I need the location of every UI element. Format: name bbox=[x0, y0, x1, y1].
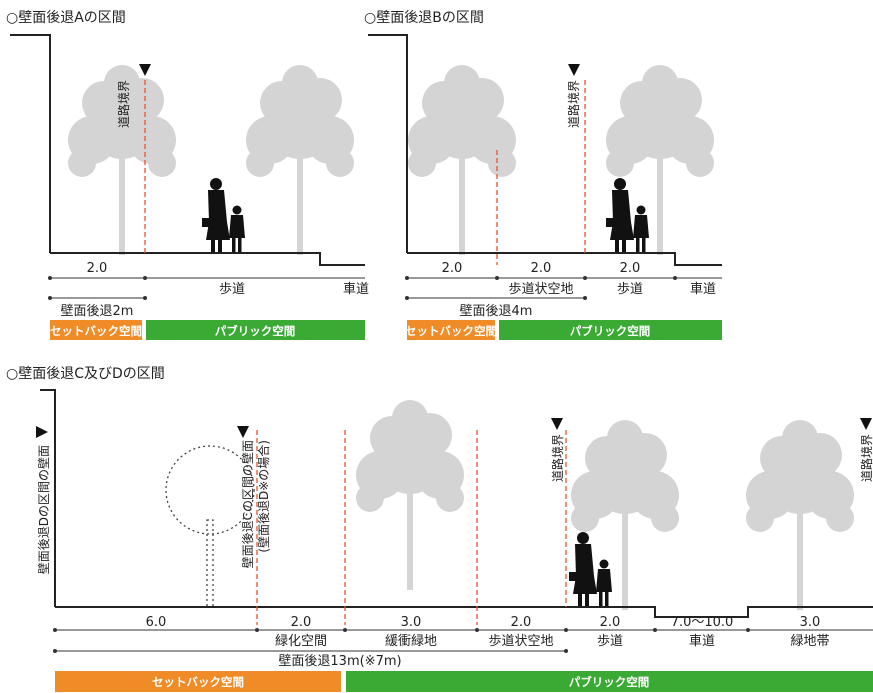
dim-value: 2.0 bbox=[531, 261, 552, 276]
dim-value: 6.0 bbox=[146, 615, 167, 630]
wall-c-note: (壁面後退D※の場合) bbox=[256, 440, 271, 553]
ground-line bbox=[407, 252, 722, 266]
building-wall bbox=[10, 34, 51, 253]
dim-value: 2.0 bbox=[291, 615, 312, 630]
roadway-label: 車道 bbox=[343, 282, 369, 297]
public-space-label: パブリック空間 bbox=[569, 675, 650, 689]
dim-value: 3.0 bbox=[800, 615, 821, 630]
green-belt-label: 緑地帯 bbox=[790, 634, 829, 649]
setback-total: 壁面後退2m bbox=[61, 304, 134, 319]
public-space-label: パブリック空間 bbox=[215, 324, 296, 338]
pedestrians-icon bbox=[606, 178, 649, 254]
dim-value: 7.0〜10.0 bbox=[671, 615, 734, 630]
dim-value: 3.0 bbox=[401, 615, 422, 630]
setback-space-band bbox=[407, 320, 495, 340]
setback-total: 壁面後退4m bbox=[460, 304, 533, 319]
ground-line bbox=[55, 606, 873, 618]
dim-value: 2.0 bbox=[511, 615, 532, 630]
public-space-band bbox=[146, 320, 365, 340]
public-space-band bbox=[346, 671, 873, 692]
dim-value: 2.0 bbox=[87, 261, 108, 276]
sidewalk-lot-label: 歩道状空地 bbox=[488, 634, 553, 649]
building-wall bbox=[368, 34, 408, 253]
wall-marker-icon bbox=[36, 426, 48, 438]
tree-icon bbox=[356, 400, 464, 590]
dim-value: 2.0 bbox=[620, 261, 641, 276]
road-boundary-label: 道路境界 bbox=[550, 434, 565, 482]
sidewalk-lot-label: 歩道状空地 bbox=[508, 282, 573, 297]
sidewalk-label: 歩道 bbox=[617, 282, 643, 297]
road-boundary-label: 道路境界 bbox=[859, 434, 873, 482]
greening-space-label: 緑化空間 bbox=[275, 634, 327, 649]
dim-value: 2.0 bbox=[442, 261, 463, 276]
setback-space-label: セットバック空間 bbox=[50, 324, 142, 338]
wall-c-label: 壁面後退Cの区間の壁面 bbox=[240, 440, 255, 568]
tree-icon bbox=[746, 420, 854, 610]
section-b-title: ○壁面後退Bの区間 bbox=[364, 10, 484, 26]
ground-line bbox=[50, 252, 365, 266]
dim-value: 2.0 bbox=[600, 615, 621, 630]
setback-space-band bbox=[50, 320, 142, 340]
roadway-label: 車道 bbox=[690, 282, 716, 297]
boundary-marker-icon bbox=[860, 418, 872, 430]
tree-icon bbox=[246, 65, 354, 255]
boundary-marker-icon bbox=[568, 64, 580, 76]
boundary-marker-icon bbox=[551, 418, 563, 430]
section-a: ○壁面後退Aの区間 道路境界 2.0 歩道 車道 壁面後退2m セットバック空間… bbox=[6, 10, 369, 340]
building-wall bbox=[40, 389, 56, 607]
section-b: ○壁面後退Bの区間 道路境界 2.0 2.0 2.0 歩道状空地 歩道 車道 壁… bbox=[364, 10, 722, 340]
buffer-green-label: 緩衝緑地 bbox=[385, 634, 437, 649]
section-cd: ○壁面後退C及びDの区間 壁面後退Dの区間の壁面 壁面後退Cの区間の壁面 (壁面… bbox=[6, 366, 873, 692]
wall-d-label: 壁面後退Dの区間の壁面 bbox=[36, 445, 51, 574]
boundary-marker-icon bbox=[237, 426, 249, 438]
pedestrians-icon bbox=[569, 532, 612, 608]
section-a-title: ○壁面後退Aの区間 bbox=[6, 10, 126, 26]
public-space-label: パブリック空間 bbox=[570, 324, 651, 338]
setback-total: 壁面後退13m(※7m) bbox=[278, 654, 401, 669]
road-boundary-label: 道路境界 bbox=[566, 80, 581, 128]
setback-space-band bbox=[55, 671, 341, 692]
roadway-label: 車道 bbox=[689, 634, 715, 649]
boundary-marker-icon bbox=[139, 64, 151, 76]
tree-icon bbox=[408, 65, 516, 255]
sidewalk-label: 歩道 bbox=[597, 634, 623, 649]
road-boundary-label: 道路境界 bbox=[116, 80, 131, 128]
sidewalk-label: 歩道 bbox=[219, 282, 245, 297]
setback-space-label: セットバック空間 bbox=[405, 324, 497, 338]
public-space-band bbox=[499, 320, 722, 340]
setback-space-label: セットバック空間 bbox=[152, 675, 244, 689]
section-cd-title: ○壁面後退C及びDの区間 bbox=[6, 366, 165, 382]
pedestrians-icon bbox=[202, 178, 245, 254]
